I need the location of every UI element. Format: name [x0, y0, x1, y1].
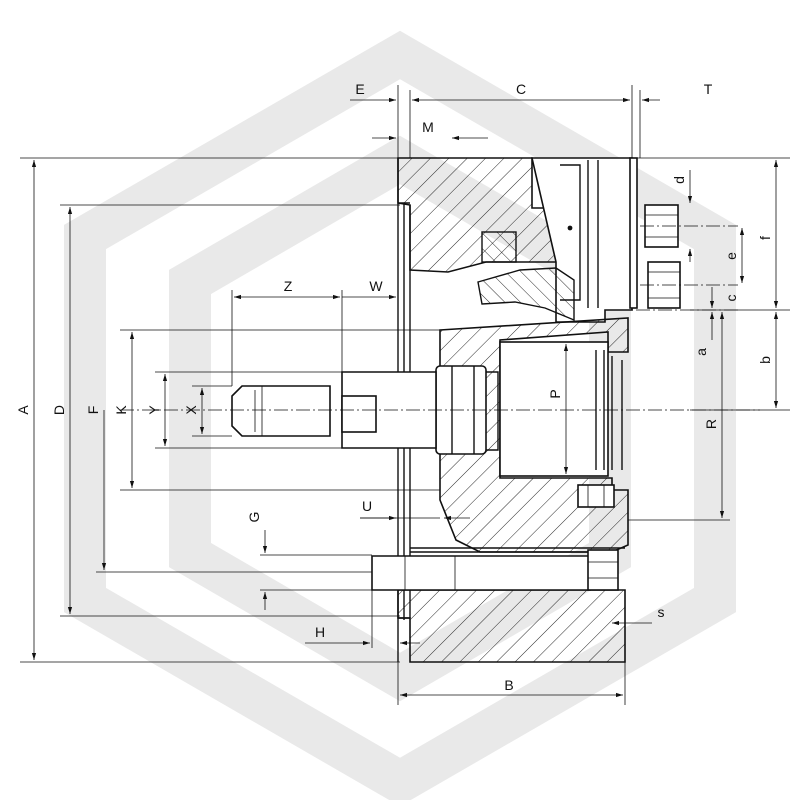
extension-lines — [20, 85, 790, 705]
jaw-wedge — [477, 267, 575, 322]
chuck-body — [371, 157, 681, 663]
label-s: s — [658, 604, 665, 620]
label-f: f — [757, 236, 773, 240]
draw-bar-collar — [341, 395, 377, 433]
label-P: P — [547, 389, 563, 398]
body-top-section — [397, 157, 557, 273]
bolt-head — [587, 549, 619, 591]
label-T: T — [704, 81, 713, 97]
face-strip — [629, 157, 638, 309]
dimension-labels: A D F K Y X Z W E C T M B H G U P R f b … — [15, 81, 773, 693]
label-B: B — [504, 677, 513, 693]
label-E: E — [355, 81, 364, 97]
label-H: H — [315, 624, 325, 640]
label-M: M — [422, 119, 434, 135]
label-U: U — [362, 498, 372, 514]
label-K: K — [113, 405, 129, 415]
label-b: b — [757, 356, 773, 364]
label-R: R — [703, 419, 719, 429]
threaded-stud — [231, 385, 331, 437]
label-Y: Y — [146, 405, 162, 415]
label-d: d — [671, 176, 687, 184]
pivot-block — [481, 231, 517, 263]
label-a: a — [693, 348, 709, 356]
lock-screw — [577, 484, 615, 508]
piston — [499, 341, 609, 477]
label-X: X — [183, 405, 199, 415]
label-G: G — [246, 512, 262, 523]
label-F: F — [85, 406, 101, 415]
label-D: D — [51, 405, 67, 415]
label-e: e — [723, 252, 739, 260]
label-c: c — [723, 295, 739, 302]
label-A: A — [15, 405, 31, 415]
label-C: C — [516, 81, 526, 97]
label-W: W — [369, 278, 383, 294]
label-Z: Z — [284, 278, 293, 294]
body-bottom-section — [397, 589, 626, 663]
dimension-lines — [31, 97, 779, 698]
